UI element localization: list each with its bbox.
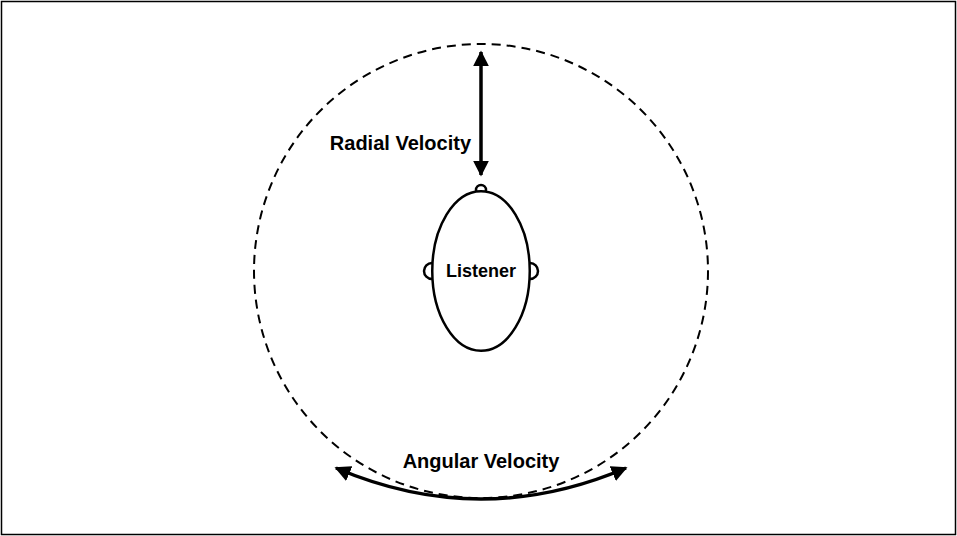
listener-head: Listener (431, 190, 531, 352)
radial-arrow (479, 52, 483, 175)
angular-velocity-label: Angular Velocity (400, 449, 563, 473)
node-label: Listener (446, 261, 516, 282)
radial-velocity-label: Radial Velocity (327, 131, 474, 155)
head-ellipse (432, 191, 530, 351)
dashed-circle (254, 44, 708, 498)
